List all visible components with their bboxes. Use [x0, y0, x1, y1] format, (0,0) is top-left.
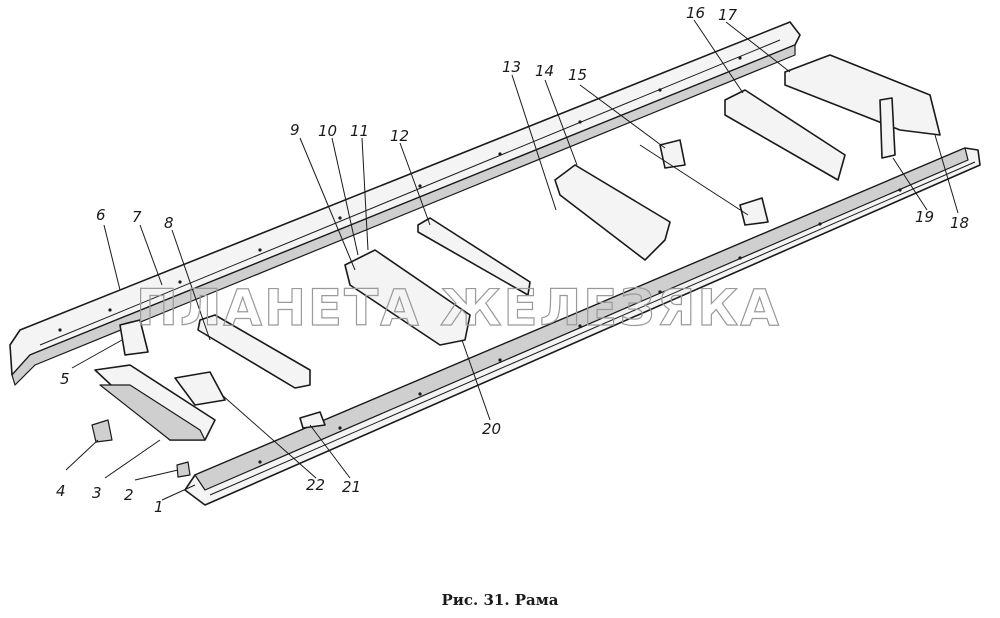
part-label-3: 3 — [92, 484, 102, 502]
part-label-21: 21 — [342, 478, 361, 496]
part-label-17: 17 — [718, 6, 738, 24]
cross-member-14 — [554, 164, 671, 261]
part-label-10: 10 — [318, 122, 337, 140]
part-label-14: 14 — [535, 62, 554, 80]
bracket-4 — [91, 419, 113, 443]
part-label-7: 7 — [132, 208, 142, 226]
part-label-9: 9 — [290, 121, 300, 139]
strut-19 — [879, 97, 896, 159]
part-label-13: 13 — [502, 58, 521, 76]
bracket-5 — [119, 319, 149, 356]
cross-member-rear — [784, 54, 941, 136]
figure-caption: Рис. 31. Рама — [441, 591, 559, 609]
part-label-12: 12 — [390, 127, 409, 145]
cross-member-16 — [724, 89, 846, 181]
bracket-2 — [176, 461, 191, 478]
part-label-2: 2 — [124, 486, 134, 504]
watermark: ПЛАНЕТА ЖЕЛЕЗЯКА — [136, 279, 781, 337]
part-label-6: 6 — [96, 206, 106, 224]
cross-member-8 — [197, 314, 311, 389]
part-label-20: 20 — [482, 420, 501, 438]
part-label-5: 5 — [60, 370, 70, 388]
side-member-left — [9, 21, 801, 386]
side-member-right — [184, 147, 981, 506]
part-label-18: 18 — [950, 214, 969, 232]
part-label-1: 1 — [154, 498, 164, 516]
bracket-15b — [739, 197, 769, 226]
part-label-22: 22 — [306, 476, 325, 494]
part-label-11: 11 — [350, 122, 369, 140]
part-label-15: 15 — [568, 66, 587, 84]
cross-member-11 — [344, 249, 471, 346]
part-label-19: 19 — [915, 208, 934, 226]
cross-member-front — [94, 364, 216, 441]
leader-lines — [65, 19, 959, 501]
rivet-holes — [58, 56, 902, 464]
part-label-8: 8 — [164, 214, 174, 232]
part-label-16: 16 — [686, 4, 705, 22]
bracket-22 — [174, 371, 226, 406]
bracket-21 — [299, 411, 326, 429]
part-label-4: 4 — [56, 482, 66, 500]
part-labels: 1 2 3 4 5 6 7 8 9 10 11 12 13 14 15 16 1… — [56, 4, 969, 516]
bracket-15a — [659, 139, 686, 169]
